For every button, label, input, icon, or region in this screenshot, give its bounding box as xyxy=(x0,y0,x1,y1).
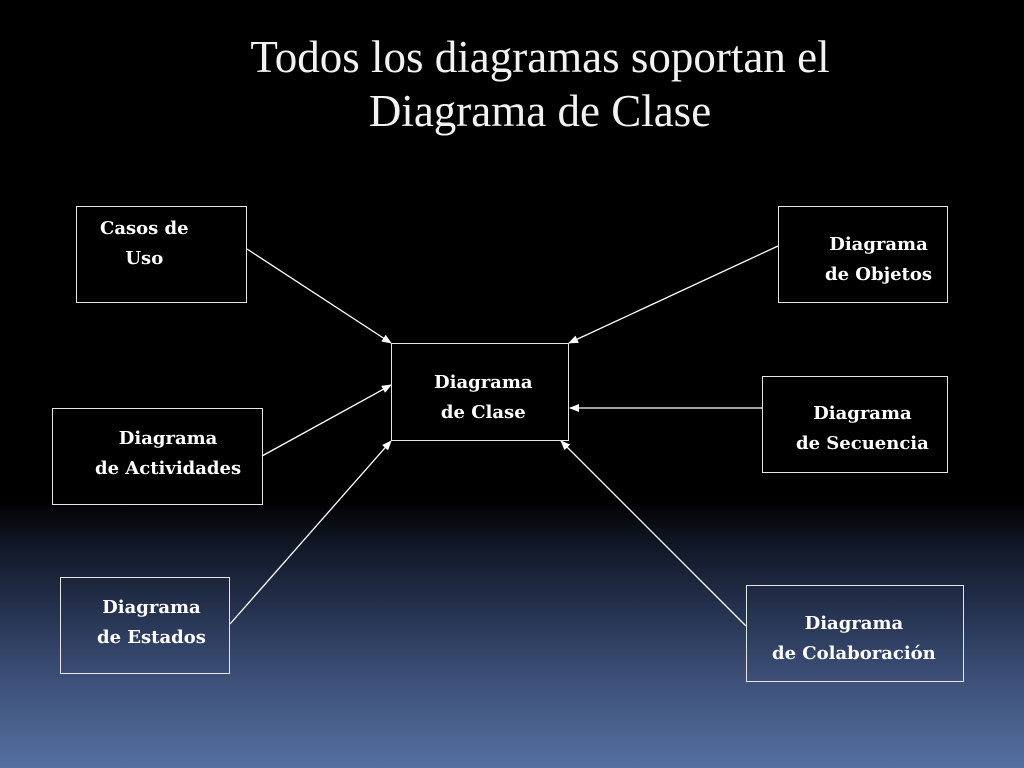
box-diagrama-de-colaboracion: Diagrama de Colaboración xyxy=(746,585,964,682)
arrow-estados-to-clase xyxy=(229,440,392,625)
box-diagrama-de-colaboracion-line-2: de Colaboración xyxy=(772,643,936,664)
box-diagrama-de-secuencia-line-2: de Secuencia xyxy=(796,433,929,454)
box-diagrama-de-objetos: Diagrama de Objetos xyxy=(778,206,948,303)
box-casos-de-uso: Casos de Uso xyxy=(76,206,247,303)
box-diagrama-de-actividades-line-2: de Actividades xyxy=(95,458,242,479)
arrow-casos-de-uso-to-clase xyxy=(246,248,392,344)
slide-title: Todos los diagramas soportan el Diagrama… xyxy=(140,30,940,138)
slide-title-line-2: Diagrama de Clase xyxy=(368,86,712,136)
box-casos-de-uso-line-2: Uso xyxy=(125,248,164,269)
box-diagrama-de-actividades-label: Diagrama de Actividades xyxy=(95,424,241,484)
box-diagrama-de-clase-line-2: de Clase xyxy=(440,402,526,423)
box-diagrama-de-objetos-line-1: Diagrama xyxy=(829,234,928,255)
box-diagrama-de-objetos-label: Diagrama de Objetos xyxy=(825,230,932,290)
box-diagrama-de-estados-line-1: Diagrama xyxy=(102,597,201,618)
box-diagrama-de-estados: Diagrama de Estados xyxy=(60,577,230,674)
arrow-colaboracion-to-clase xyxy=(560,440,747,627)
box-diagrama-de-estados-label: Diagrama de Estados xyxy=(97,593,206,653)
box-diagrama-de-clase: Diagrama de Clase xyxy=(391,343,569,441)
box-diagrama-de-clase-label: Diagrama de Clase xyxy=(434,368,533,428)
box-diagrama-de-objetos-line-2: de Objetos xyxy=(825,264,932,285)
box-diagrama-de-actividades: Diagrama de Actividades xyxy=(52,408,263,505)
slide-title-line-1: Todos los diagramas soportan el xyxy=(250,32,830,82)
box-diagrama-de-secuencia-line-1: Diagrama xyxy=(813,403,912,424)
box-diagrama-de-clase-line-1: Diagrama xyxy=(434,372,533,393)
box-diagrama-de-colaboracion-label: Diagrama de Colaboración xyxy=(772,609,936,669)
box-diagrama-de-colaboracion-line-1: Diagrama xyxy=(804,613,904,634)
box-diagrama-de-estados-line-2: de Estados xyxy=(97,627,206,648)
arrow-objetos-to-clase xyxy=(568,245,779,344)
box-diagrama-de-secuencia-label: Diagrama de Secuencia xyxy=(796,399,929,459)
box-casos-de-uso-line-1: Casos de xyxy=(100,218,189,239)
arrow-actividades-to-clase xyxy=(261,384,392,457)
box-diagrama-de-actividades-line-1: Diagrama xyxy=(118,428,218,449)
box-casos-de-uso-label: Casos de Uso xyxy=(100,214,189,274)
box-diagrama-de-secuencia: Diagrama de Secuencia xyxy=(762,376,948,473)
